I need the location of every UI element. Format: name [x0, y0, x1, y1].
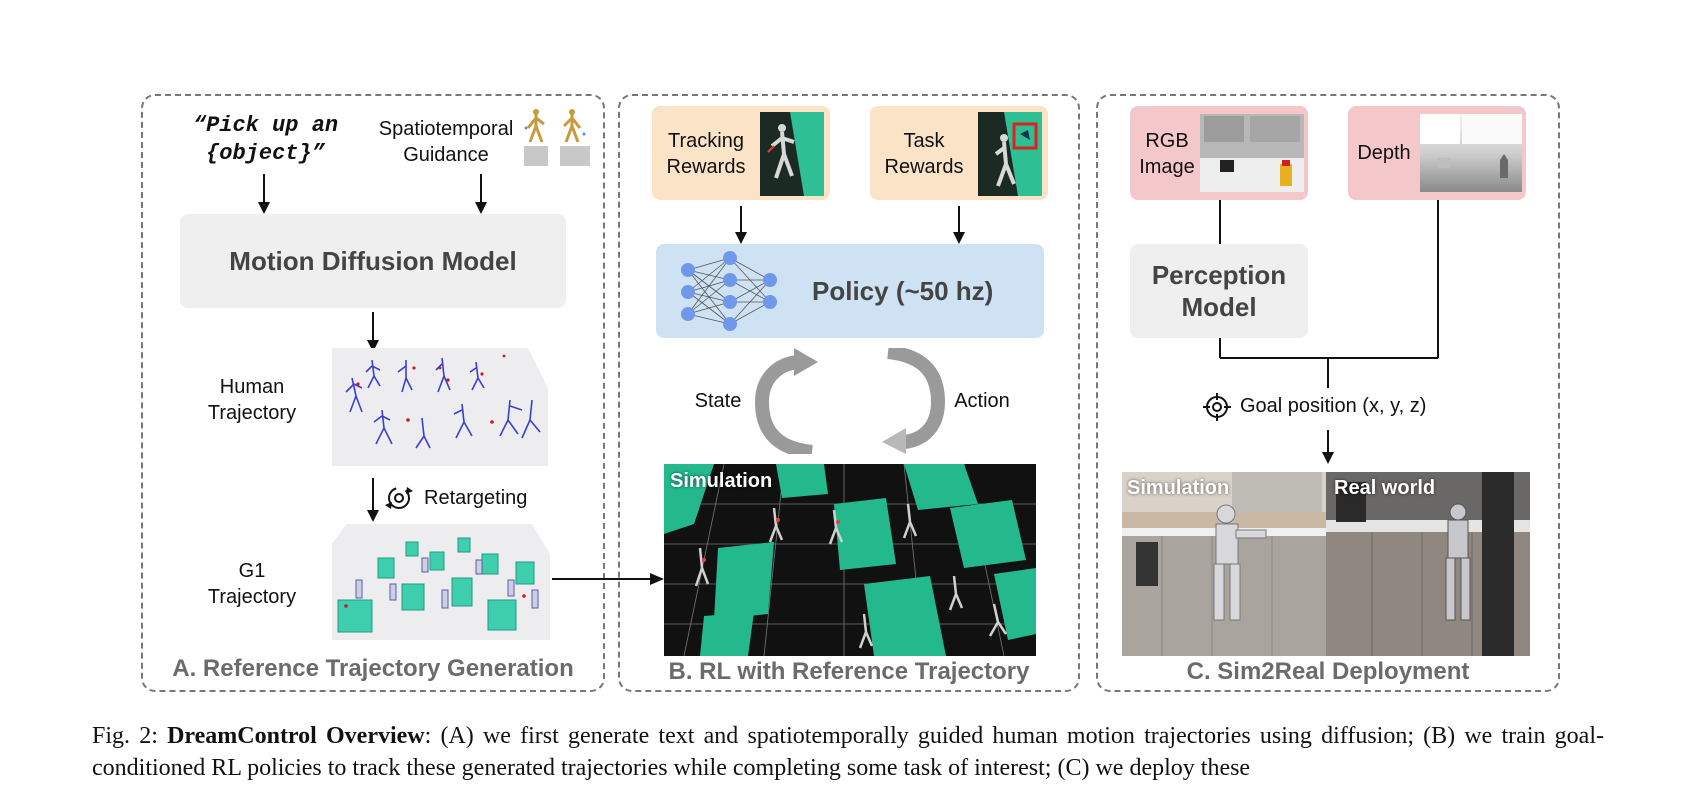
- retargeting-icon: [385, 487, 413, 509]
- task-rewards-line1: Task: [903, 130, 945, 152]
- arrow-prompt-to-model: [258, 174, 270, 214]
- text-prompt-line1: “Pick up an: [192, 113, 339, 138]
- retargeting-label: Retargeting: [424, 487, 528, 509]
- text-prompt: “Pick up an {object}”: [178, 112, 353, 168]
- arrow-model-to-human-trajectory: [367, 312, 379, 352]
- tracking-rewards-thumbnail: [760, 112, 824, 196]
- arrow-guidance-to-model: [475, 174, 487, 214]
- arrow-human-to-g1-trajectory: [367, 478, 379, 522]
- caption-prefix: Fig. 2:: [92, 723, 168, 749]
- task-rewards-line2: Rewards: [884, 156, 964, 178]
- rgb-image-line2: Image: [1139, 156, 1195, 178]
- arrow-task-to-policy: [953, 206, 965, 244]
- guidance-line2: Guidance: [403, 144, 489, 166]
- neural-network-icon: [681, 251, 777, 331]
- arrow-tracking-to-policy: [735, 206, 747, 244]
- panel-rl-with-reference-trajectory: B. RL with Reference Trajectory: [618, 94, 1080, 692]
- panel-sim2real-deployment: C. Sim2Real Deployment: [1096, 94, 1560, 692]
- motion-diffusion-model-box: Motion Diffusion Model: [180, 214, 566, 308]
- rgb-image-thumbnail: [1200, 114, 1304, 192]
- state-label: State: [694, 390, 742, 412]
- g1-trajectory-line1: G1: [238, 560, 266, 582]
- human-trajectory-label: Human Trajectory: [192, 374, 312, 426]
- g1-trajectory-label: G1 Trajectory: [192, 558, 312, 610]
- goal-position-label: Goal position (x, y, z): [1240, 395, 1427, 417]
- perception-model-line1: Perception: [1151, 260, 1287, 290]
- panel-b-title: B. RL with Reference Trajectory: [668, 658, 1030, 685]
- task-rewards-label: Task Rewards: [874, 128, 974, 180]
- action-cycle-arrow-icon: [882, 348, 946, 454]
- caption-bold-title: DreamControl Overview: [167, 723, 425, 749]
- panel-c-title: C. Sim2Real Deployment: [1186, 658, 1470, 685]
- guidance-line1: Spatiotemporal: [378, 118, 514, 140]
- tracking-rewards-line2: Rewards: [666, 156, 746, 178]
- target-crosshair-icon: [1203, 393, 1231, 421]
- g1-trajectory-line2: Trajectory: [207, 586, 297, 608]
- policy-label: Policy (~50 hz): [812, 276, 994, 306]
- text-prompt-line2: {object}”: [206, 141, 325, 166]
- panel-a-title: A. Reference Trajectory Generation: [172, 655, 574, 682]
- depth-image-thumbnail: [1420, 114, 1522, 192]
- simulation-environment-image: [664, 464, 1036, 656]
- human-trajectory-line2: Trajectory: [207, 402, 297, 424]
- depth-label: Depth: [1357, 142, 1411, 164]
- state-cycle-arrow-icon: [754, 348, 818, 454]
- sim2real-image: [1122, 472, 1530, 656]
- simulation-label-b: Simulation: [670, 470, 773, 492]
- tracking-rewards-label: Tracking Rewards: [656, 128, 756, 180]
- rgb-image-line1: RGB: [1145, 130, 1189, 152]
- simulation-label-c: Simulation: [1127, 477, 1230, 499]
- guidance-figure-icon: [524, 109, 590, 166]
- arrow-g1-to-simulation: [552, 573, 664, 585]
- panel-reference-trajectory-generation: A. Reference Trajectory Generation: [141, 94, 605, 692]
- policy-box: [656, 244, 1044, 338]
- figure-caption: Fig. 2: DreamControl Overview: (A) we fi…: [92, 720, 1604, 784]
- perception-connector-lines: [1219, 200, 1439, 464]
- caption-body: : (A) we first generate text and spatiot…: [92, 723, 1604, 781]
- perception-model-box: Perception Model: [1130, 244, 1308, 338]
- task-rewards-thumbnail: [978, 112, 1042, 196]
- rgb-image-label: RGB Image: [1132, 128, 1202, 180]
- tracking-rewards-line1: Tracking: [668, 130, 744, 152]
- guidance-label: Spatiotemporal Guidance: [376, 116, 516, 168]
- real-world-label: Real world: [1334, 477, 1436, 499]
- human-trajectory-image: [332, 348, 548, 466]
- action-label: Action: [954, 390, 1010, 412]
- perception-model-line2: Model: [1181, 292, 1257, 322]
- g1-trajectory-image: [332, 524, 550, 640]
- human-trajectory-line1: Human: [219, 376, 285, 398]
